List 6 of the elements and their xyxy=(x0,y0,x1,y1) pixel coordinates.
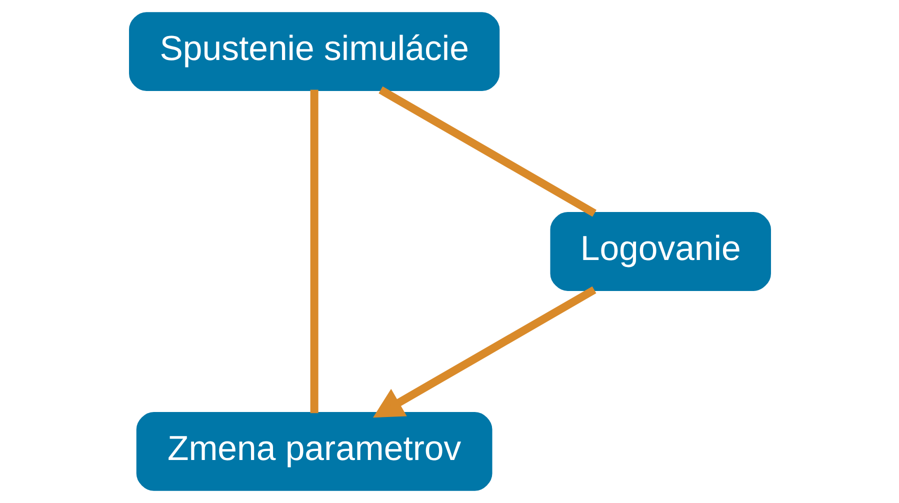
node-box: Spustenie simulácie xyxy=(128,12,500,92)
connector xyxy=(378,86,596,217)
connector xyxy=(310,90,318,414)
node-box: Logovanie xyxy=(550,212,770,291)
node-box: Zmena parametrov xyxy=(136,412,492,491)
arrow xyxy=(372,286,596,418)
